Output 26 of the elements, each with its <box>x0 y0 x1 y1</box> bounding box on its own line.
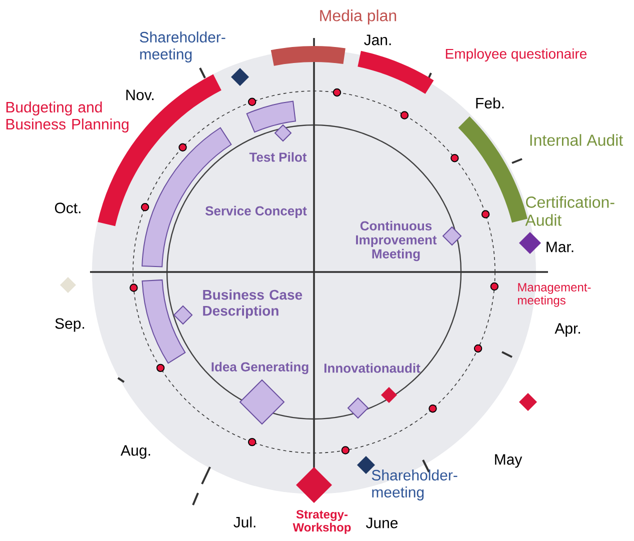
month-label: June <box>366 518 398 528</box>
event-label: Strategy-Workshop <box>292 510 351 534</box>
event-label: Budgeting and Business Planning <box>6 102 128 132</box>
event-label: Internal Audit <box>530 134 623 146</box>
month-label: Feb. <box>476 98 504 108</box>
month-label: Apr. <box>554 323 580 337</box>
month-label: Mar. <box>546 242 574 252</box>
activity-label: Continuous Improvement Meeting <box>356 220 437 262</box>
event-label: Shareholder-meeting <box>372 470 458 500</box>
month-label: Aug. <box>120 445 150 459</box>
event-label: Management-meetings <box>518 283 591 307</box>
event-label: Media plan <box>320 10 396 24</box>
activity-label: Business Case Description <box>203 289 302 319</box>
month-label: Sep. <box>55 318 84 332</box>
event-label: Certification-Audit <box>525 196 614 226</box>
event-label: Shareholder-meeting <box>140 32 226 62</box>
month-label: Oct. <box>54 202 80 214</box>
event-label: Employee questionaire <box>446 48 587 62</box>
activity-label: Innovationaudit <box>324 363 420 373</box>
month-label: Jan. <box>364 34 391 46</box>
activity-label: Service Concept <box>205 206 307 218</box>
activity-label: Test Pilot <box>249 152 307 162</box>
month-label: Nov. <box>126 90 154 100</box>
activity-label: Idea Generating <box>212 362 308 374</box>
month-label: May <box>495 454 522 468</box>
month-label: Jul. <box>234 516 256 528</box>
